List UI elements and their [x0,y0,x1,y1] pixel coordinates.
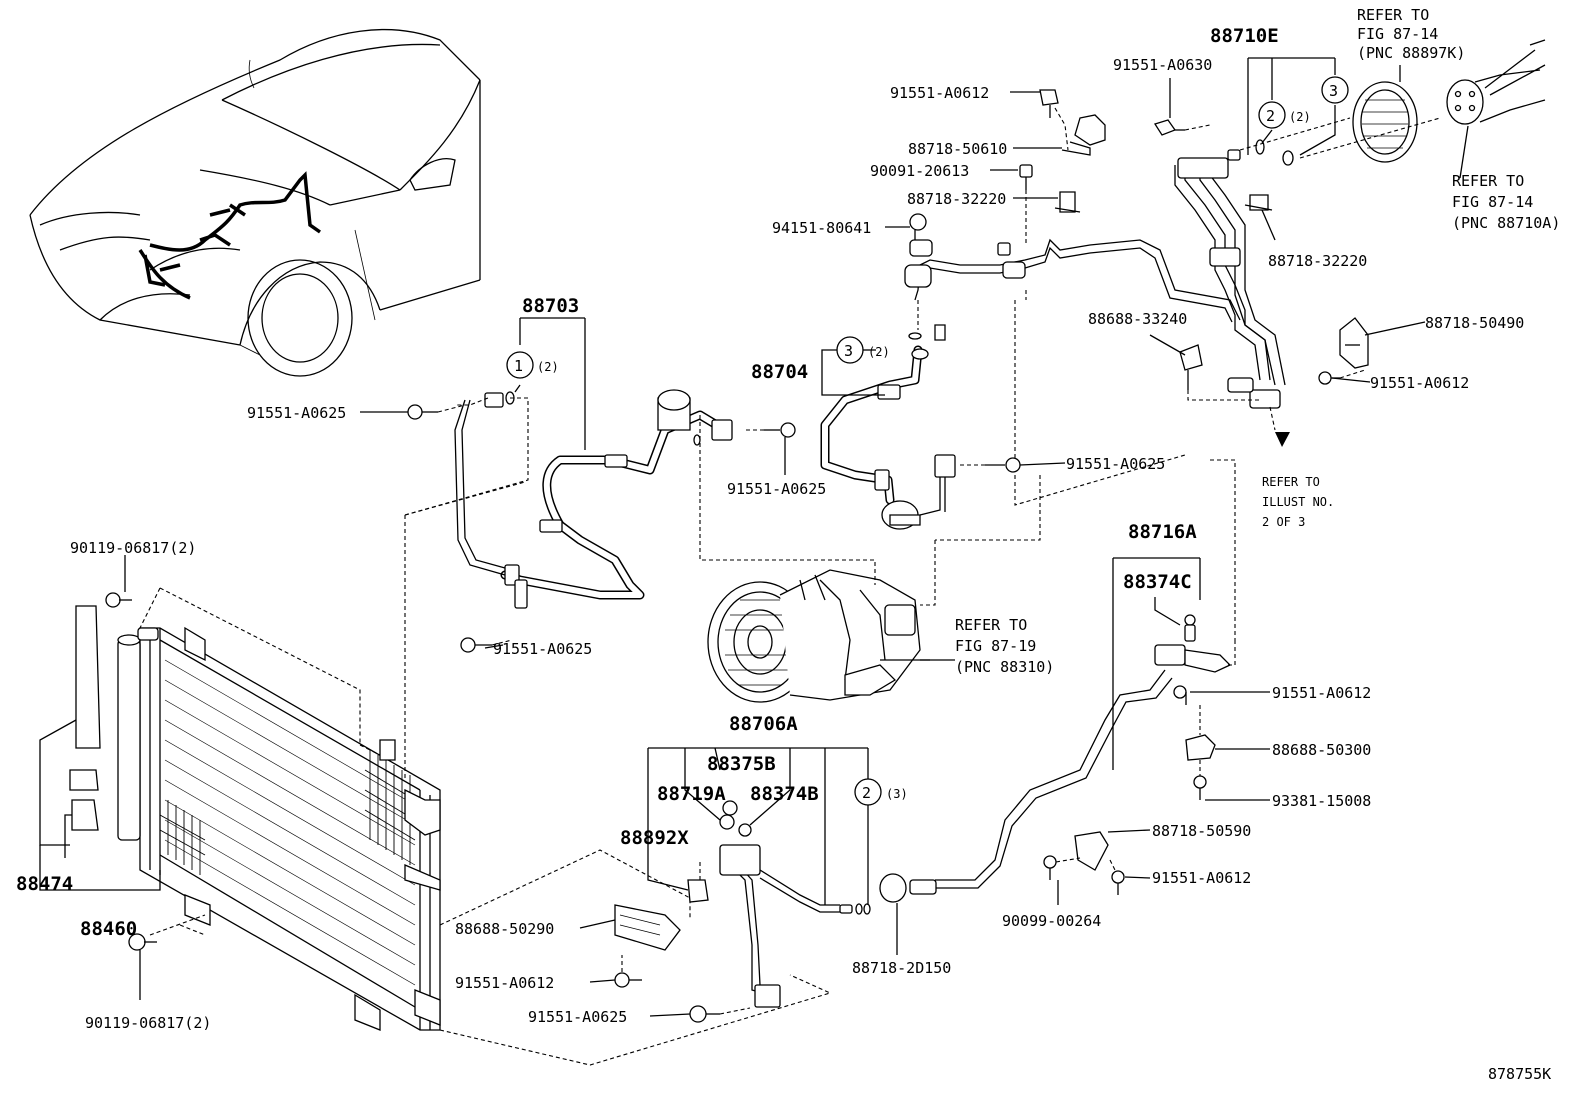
part-91551-A0630: 91551-A0630 [1113,56,1212,74]
part-90099-00264: 90099-00264 [1002,912,1101,930]
part-88688-50290: 88688-50290 [455,920,554,938]
circle-2-top: 2 [1266,107,1275,125]
refer-right-line1: REFER TO [1452,172,1524,190]
part-91551-A0612-top: 91551-A0612 [890,84,989,102]
part-90091-20613: 90091-20613 [870,162,969,180]
part-88710E: 88710E [1210,25,1279,47]
part-88718-50610: 88718-50610 [908,140,1007,158]
circle-3-top: 3 [1329,82,1338,100]
part-88706A: 88706A [729,713,798,735]
refer-illust-line3: 2 OF 3 [1262,515,1305,529]
part-88718-32220-b: 88718-32220 [1268,252,1367,270]
part-91551-A0625-center: 91551-A0625 [727,480,826,498]
upper-right-components [404,39,1546,1023]
part-91551-A0612-right-lower: 91551-A0612 [1272,684,1371,702]
part-88704: 88704 [751,361,808,383]
refer-top-line3: (PNC 88897K) [1357,44,1465,62]
part-88375B: 88375B [707,753,776,775]
part-88718-32220-a: 88718-32220 [907,190,1006,208]
figure-id: 878755K [1488,1065,1551,1083]
circled-reference-markers: 3 2 (2) 1 (2) 3 (2) 2 (3) [506,76,1349,806]
circle-3-mid: 3 [844,342,853,360]
part-88460: 88460 [80,918,137,940]
part-88688-50300: 88688-50300 [1272,741,1371,759]
refer-illust-line1: REFER TO [1262,475,1320,489]
circle-2-qty: (3) [886,787,908,801]
circle-2-bottom: 2 [862,784,871,802]
refer-comp-line3: (PNC 88310) [955,658,1054,676]
refer-right-line2: FIG 87-14 [1452,193,1533,211]
refer-illust-line2: ILLUST NO. [1262,495,1334,509]
part-91551-A0612-bottom-right: 91551-A0612 [1152,869,1251,887]
part-93381-15008: 93381-15008 [1272,792,1371,810]
part-88374C: 88374C [1123,571,1192,593]
part-94151-80641: 94151-80641 [772,219,871,237]
part-91551-A0625-left: 91551-A0625 [247,404,346,422]
refer-top-line1: REFER TO [1357,6,1429,24]
part-88474: 88474 [16,873,73,895]
refer-right-line3: (PNC 88710A) [1452,214,1560,232]
part-88718-50490: 88718-50490 [1425,314,1524,332]
part-88719A: 88719A [657,783,726,805]
condenser-assembly [39,481,832,1066]
part-88718-2D150: 88718-2D150 [852,959,951,977]
compressor-assembly [699,415,1041,703]
part-88718-50590: 88718-50590 [1152,822,1251,840]
part-88688-33240: 88688-33240 [1088,310,1187,328]
part-91551-A0625-mid: 91551-A0625 [1066,455,1165,473]
circle-3-qty: (2) [868,345,890,359]
circle-2-top-qty: (2) [1289,110,1311,124]
circle-1-qty: (2) [537,360,559,374]
part-88703: 88703 [522,295,579,317]
refer-comp-line1: REFER TO [955,616,1027,634]
leader-lines [39,57,1469,1017]
circle-1: 1 [514,357,523,375]
part-88716A: 88716A [1128,521,1197,543]
part-91551-A0625-bottom-left: 91551-A0625 [493,640,592,658]
part-88374B: 88374B [750,783,819,805]
part-88892X: 88892X [620,827,689,849]
part-90119-06817-bottom: 90119-06817(2) [85,1014,211,1032]
part-number-labels: 88710E REFER TO FIG 87-14 (PNC 88897K) 9… [16,6,1560,1083]
refer-comp-line2: FIG 87-19 [955,637,1036,655]
part-91551-A0612-right: 91551-A0612 [1370,374,1469,392]
part-91551-A0612-bottom: 91551-A0612 [455,974,554,992]
refrigerant-pipes [454,149,1286,1008]
part-91551-A0625-bottom: 91551-A0625 [528,1008,627,1026]
part-90119-06817-top: 90119-06817(2) [70,539,196,557]
vehicle-locator-illustration [29,28,481,377]
refer-top-line2: FIG 87-14 [1357,25,1438,43]
